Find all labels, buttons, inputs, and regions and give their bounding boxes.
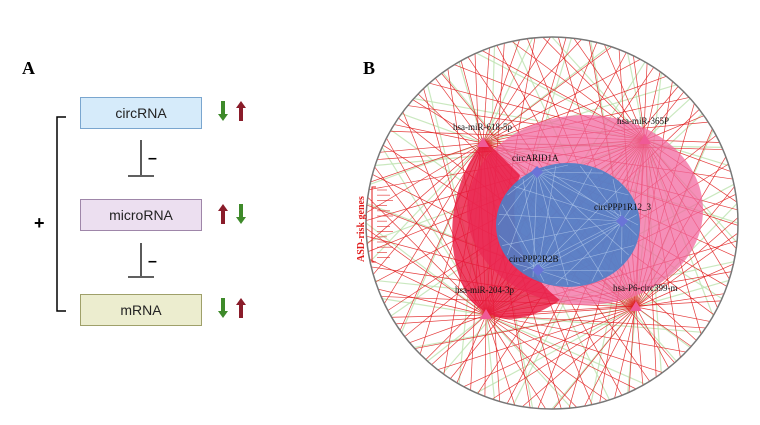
mrna-box: mRNA [80, 294, 202, 326]
inhibition-minus-2: – [148, 253, 157, 270]
circrna-box: circRNA [80, 97, 202, 129]
inhibition-symbol-1 [128, 140, 154, 177]
down-arrow-icon [236, 204, 246, 224]
bracket-line [56, 116, 66, 312]
mirna-node-marker [480, 309, 492, 319]
mirna-node-marker [630, 301, 642, 311]
panel-b-label: B [363, 58, 376, 78]
up-arrow-icon [236, 298, 246, 318]
mirna-node-marker [477, 137, 489, 147]
network-border [365, 36, 739, 410]
down-arrow-icon [218, 101, 228, 121]
mirna-node-marker [639, 134, 651, 144]
microrna-box: microRNA [80, 199, 202, 231]
blue-cluster [496, 163, 640, 287]
down-arrow-icon [218, 298, 228, 318]
side-bracket [371, 186, 376, 263]
panel-a-label: A [22, 58, 35, 78]
up-arrow-icon [218, 204, 228, 224]
inhibition-symbol-2 [128, 243, 154, 278]
network-circle [366, 37, 738, 409]
circrna-node-marker [616, 215, 628, 227]
circrna-node-marker [531, 166, 543, 178]
up-arrow-icon [236, 101, 246, 121]
inhibition-minus-1: – [148, 150, 157, 167]
plus-sign: + [34, 213, 45, 233]
circrna-node-marker [532, 264, 544, 276]
